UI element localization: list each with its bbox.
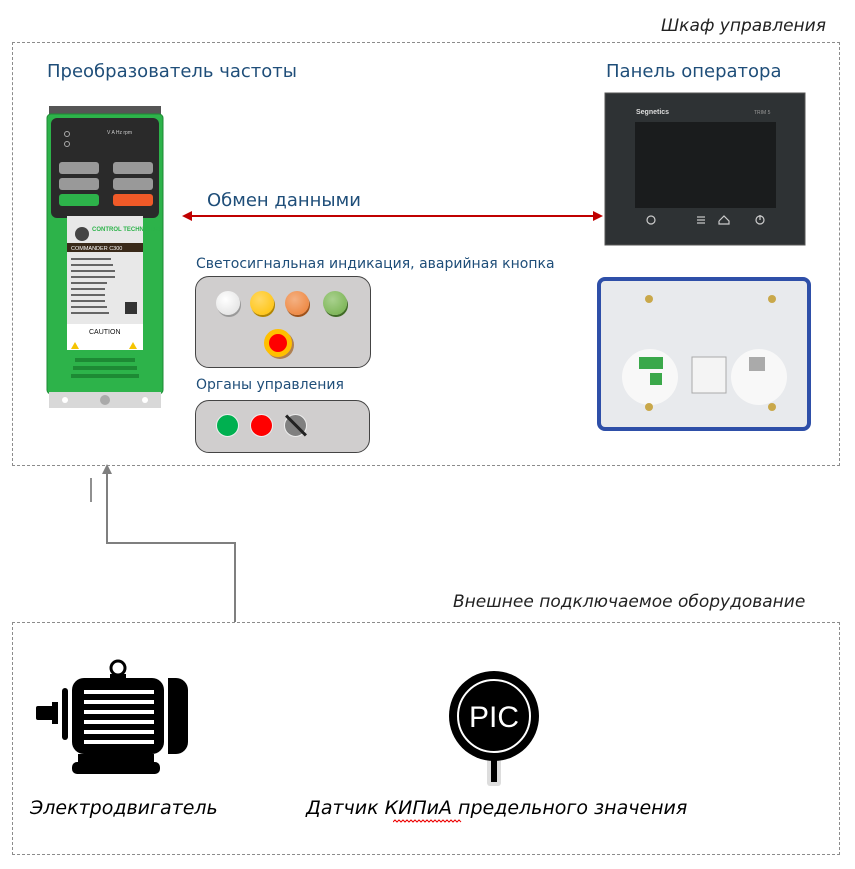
signal-label: Светосигнальная индикация, аварийная кно…: [196, 256, 555, 272]
data-exchange-arrow: [182, 211, 603, 221]
motor-icon: [36, 659, 188, 774]
panel-brand: Segnetics: [636, 109, 669, 116]
panel-model: TRIM 5: [754, 110, 771, 116]
cabinet-frame: [12, 42, 840, 466]
motor-label: Электродвигатель: [30, 797, 218, 819]
stop-button[interactable]: [250, 414, 273, 437]
sensor-tag: PIC: [469, 701, 519, 734]
connection-line: [90, 464, 236, 622]
yellow-lamp: [250, 291, 274, 315]
cabinet-title: Шкаф управления: [661, 16, 826, 36]
controls-panel: [195, 400, 370, 453]
sensor-icon: PIC: [449, 671, 539, 786]
signal-lamps-panel: [195, 276, 371, 368]
selector-switch[interactable]: [284, 414, 307, 437]
exchange-label: Обмен данными: [207, 190, 361, 211]
operator-panel-image: Segnetics TRIM 5: [604, 92, 806, 246]
svg-text:V A Hz rpm: V A Hz rpm: [107, 130, 132, 136]
emergency-stop-button[interactable]: [264, 329, 292, 357]
drive-brand: CONTROL TECHNIQUES: [92, 227, 163, 233]
info-icon: [646, 215, 656, 225]
sensor-label: Датчик КИПиА предельного значения: [306, 797, 688, 819]
white-lamp: [216, 291, 240, 315]
operator-panel-back-image: [597, 277, 811, 431]
external-title: Внешнее подключаемое оборудование: [453, 592, 806, 612]
frequency-drive-image: V A Hz rpm CONTROL TECHNIQUES COMMANDER …: [46, 106, 164, 408]
controls-label: Органы управления: [196, 377, 344, 393]
green-lamp: [323, 291, 347, 315]
orange-lamp: [285, 291, 309, 315]
drive-model: COMMANDER C300: [71, 246, 122, 252]
start-button[interactable]: [216, 414, 239, 437]
drive-caution: CAUTION: [89, 329, 121, 336]
external-frame: [12, 622, 840, 855]
panel-label: Панель оператора: [606, 61, 782, 82]
spellcheck-underline: [393, 819, 462, 823]
drive-label: Преобразователь частоты: [47, 61, 297, 82]
